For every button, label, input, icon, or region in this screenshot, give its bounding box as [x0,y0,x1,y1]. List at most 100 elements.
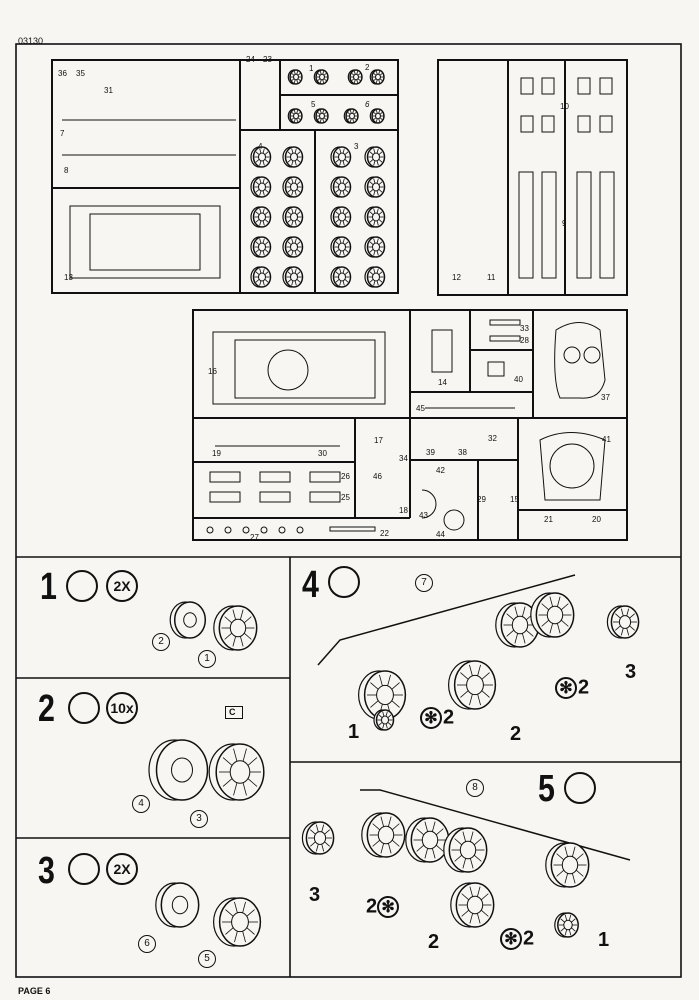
wheel-drawing [282,236,304,258]
wheel-drawing [530,592,575,638]
part-number: 23 [263,55,272,64]
wheel-drawing [287,69,303,85]
part-label: 3 [309,884,321,906]
wheel-drawing [213,897,262,947]
wheel-drawing [155,882,200,928]
wheel-drawing [448,660,497,710]
optional-part-label: 2✻ [366,896,400,918]
kit-code: 03130 [18,36,44,46]
part-number: 15 [510,495,519,504]
part-number: 13 [64,273,73,282]
part-number: 41 [602,435,611,444]
wheel-drawing [373,709,395,731]
part-number: 18 [399,506,408,515]
sprue-frame-1 [51,59,399,294]
quantity-badge: 2X [106,570,138,602]
wheel-drawing [330,236,352,258]
step-number: 1 [40,566,57,608]
part-callout: 3 [190,810,208,828]
part-number: 42 [436,466,445,475]
part-label: 1 [348,721,360,743]
wheel-drawing [330,206,352,228]
step-grid [16,556,681,977]
part-number: 6 [365,100,370,109]
glue-icon [68,853,100,885]
wheel-drawing [301,821,335,855]
optional-part-label: ✻2 [555,677,589,699]
part-number: 2 [366,895,378,918]
wheel-drawing [330,176,352,198]
wheel-drawing [250,266,272,288]
wheel-drawing [361,812,406,858]
wheel-drawing [169,601,207,639]
part-number: 32 [488,434,497,443]
part-number: 28 [520,336,529,345]
part-callout: 4 [132,795,150,813]
wheel-drawing [443,827,488,873]
wheel-drawing [250,236,272,258]
part-callout: 2 [152,633,170,651]
glue-icon [66,570,98,602]
wheel-drawing [250,206,272,228]
wheel-drawing [330,146,352,168]
part-number: 19 [212,449,221,458]
asterisk-icon: ✻ [377,896,400,918]
glue-icon [328,566,360,598]
glue-icon [564,772,596,804]
part-number: 25 [341,493,350,502]
wheel-drawing [358,670,407,720]
wheel-drawing [554,912,579,938]
wheel-drawing [495,602,540,648]
sprue-frame-2 [437,59,628,296]
part-number: 40 [514,375,523,384]
page-frame [15,43,682,978]
wheel-drawing [364,266,386,288]
part-number: 5 [311,100,316,109]
quantity-badge: 10x [106,692,138,724]
part-number: 7 [60,129,65,138]
part-number: 12 [452,273,461,282]
wheel-drawing [364,146,386,168]
part-number: 26 [341,472,350,481]
part-number: 11 [487,273,496,282]
part-number: 35 [76,69,85,78]
part-number: 14 [438,378,447,387]
wheel-drawing [343,108,359,124]
wheel-drawing [364,176,386,198]
part-number: 2 [443,706,455,729]
part-number: 1 [309,64,314,73]
part-number: 24 [246,55,255,64]
wheel-drawing [606,605,640,639]
part-number: 46 [373,472,382,481]
wheel-drawing [405,817,450,863]
wheel-drawing [450,882,495,928]
part-label: 3 [625,661,637,683]
decal-flag: C [225,706,243,719]
part-number: 2 [365,63,370,72]
part-number: 37 [601,393,610,402]
part-label: 2 [510,723,522,745]
part-number: 8 [64,166,69,175]
asterisk-icon: ✻ [420,707,442,729]
wheel-drawing [208,743,265,801]
asterisk-icon: ✻ [500,928,522,950]
part-number: 45 [416,404,425,413]
step-number: 5 [538,768,555,810]
part-callout: 6 [138,935,156,953]
wheel-drawing [369,69,385,85]
part-number: 44 [436,530,445,539]
part-label: 2 [428,931,440,953]
part-callout: 8 [466,779,484,797]
part-number: 36 [58,69,67,78]
part-number: 22 [380,529,389,538]
quantity-badge: 2X [106,853,138,885]
sprue-frame-3 [192,309,628,541]
step-number: 3 [38,850,55,892]
wheel-drawing [364,206,386,228]
wheel-drawing [213,605,258,651]
wheel-drawing [287,108,303,124]
part-number: 21 [544,515,553,524]
part-callout: 1 [198,650,216,668]
part-number: 33 [520,324,529,333]
